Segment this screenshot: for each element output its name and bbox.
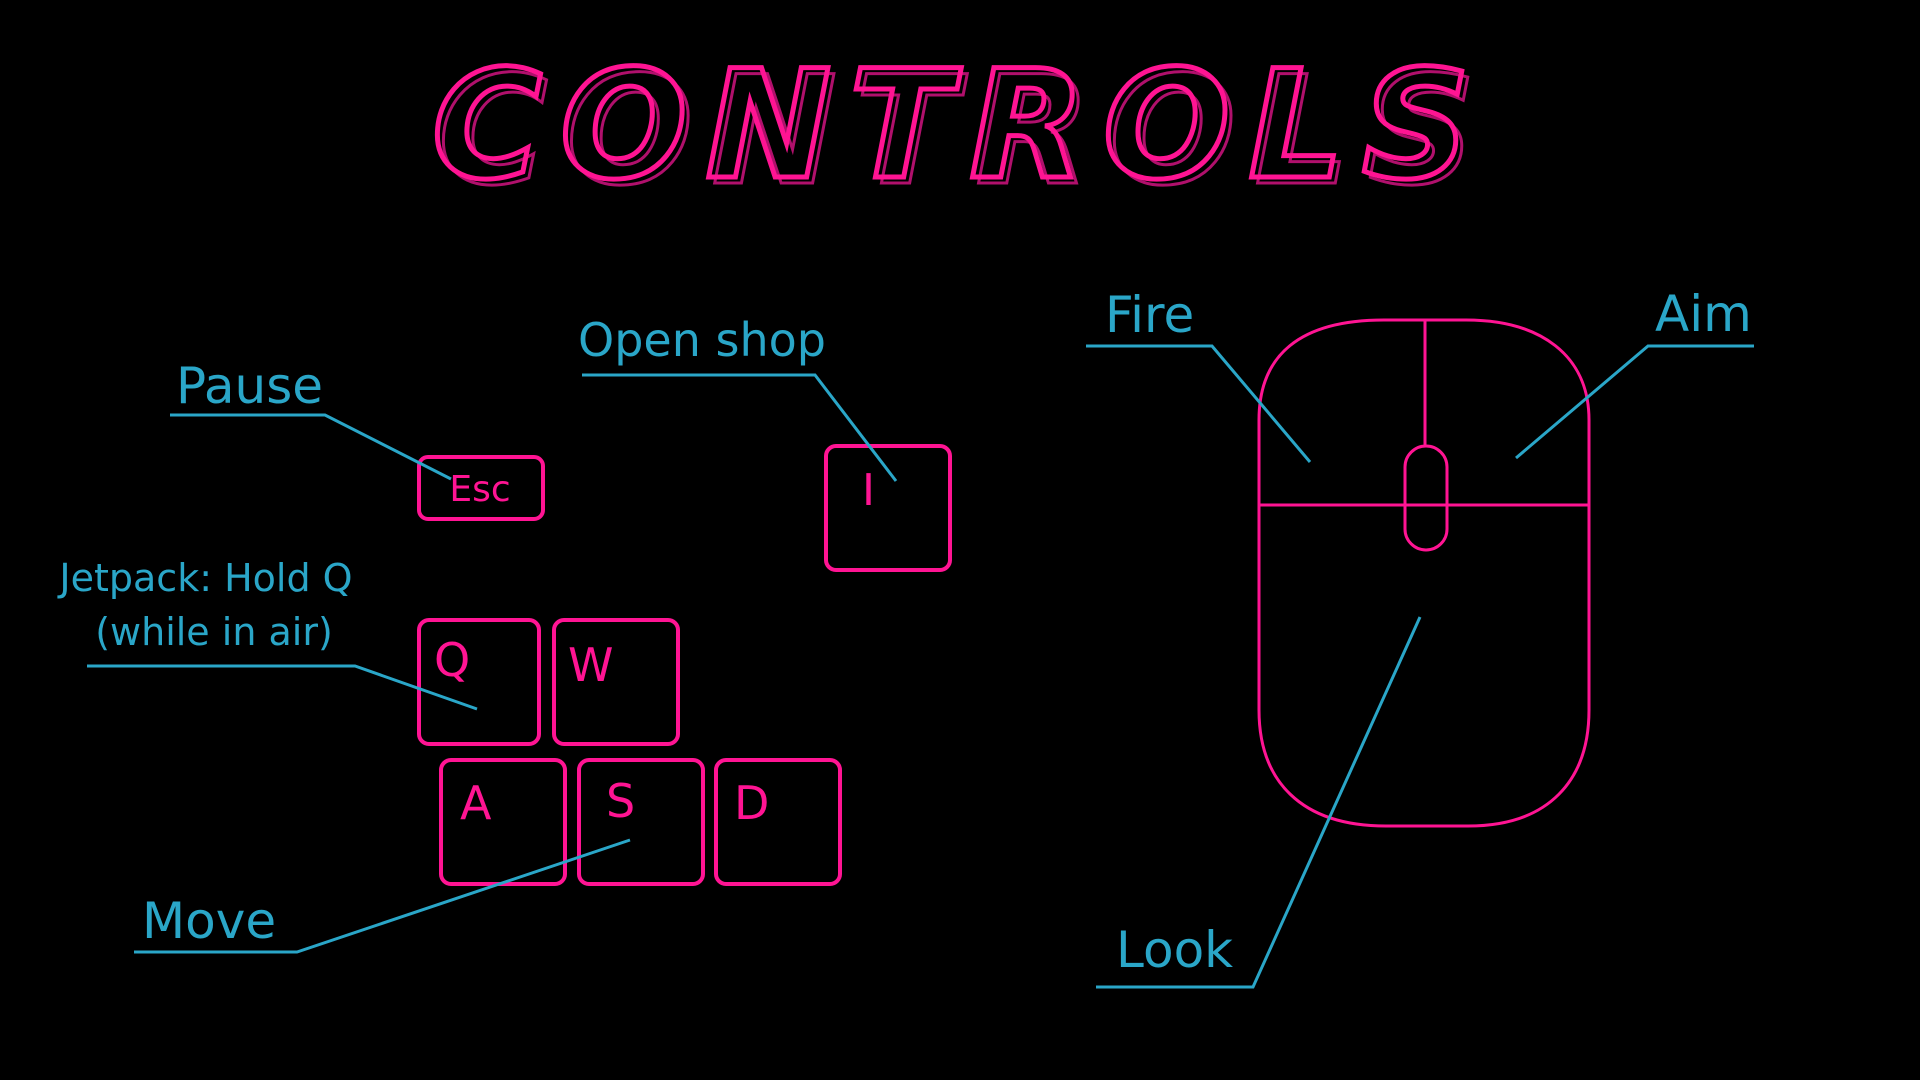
w-key-cap: [552, 618, 680, 746]
open-shop-leader-line: [582, 373, 898, 482]
title: CONTROLS CONTROLS: [429, 37, 1494, 221]
d-key-label: D: [734, 776, 769, 830]
fire-leader-line: [1086, 344, 1312, 463]
jetpack-label-line2: (while in air): [95, 610, 333, 654]
s-key: S: [577, 758, 705, 886]
move-label: Move: [142, 892, 276, 950]
jetpack-leader-line: [87, 664, 478, 711]
pause-label: Pause: [176, 357, 323, 415]
open-shop-label: Open shop: [578, 313, 826, 367]
page-title: CONTROLS: [432, 39, 1488, 213]
q-key-cap: [417, 618, 541, 746]
q-key-label: Q: [434, 633, 470, 687]
s-key-label: S: [606, 774, 635, 828]
a-key-label: A: [460, 776, 492, 830]
esc-key-cap: [417, 455, 545, 521]
aim-leader-line: [1515, 344, 1754, 460]
i-key: I: [824, 444, 952, 572]
d-key-cap: [714, 758, 842, 886]
title-shadow: CONTROLS: [438, 45, 1494, 219]
q-key: Q: [417, 618, 541, 746]
look-label: Look: [1116, 921, 1233, 979]
fire-label: Fire: [1105, 286, 1194, 344]
mouse-body: [1257, 318, 1591, 828]
esc-key: Esc: [417, 455, 545, 521]
jetpack-label-line1: Jetpack: Hold Q: [57, 556, 352, 600]
w-key-label: W: [568, 638, 613, 692]
mouse-icon: [1257, 318, 1591, 828]
i-key-label: I: [862, 465, 875, 516]
move-leader-line: [134, 838, 631, 954]
a-key: A: [439, 758, 567, 886]
pause-leader-line: [170, 413, 452, 481]
aim-label: Aim: [1655, 285, 1752, 343]
mouse-scroll-wheel: [1403, 444, 1449, 552]
w-key: W: [552, 618, 680, 746]
i-key-cap: [824, 444, 952, 572]
d-key: D: [714, 758, 842, 886]
esc-key-label: Esc: [449, 469, 510, 510]
s-key-cap: [577, 758, 705, 886]
look-leader-line: [1096, 616, 1422, 989]
